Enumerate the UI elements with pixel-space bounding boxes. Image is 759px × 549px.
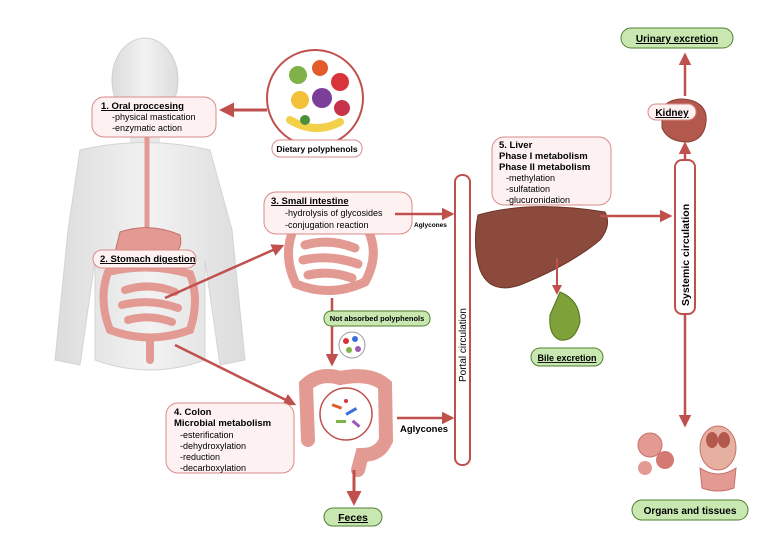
polyphenol-particles-icon: [338, 331, 366, 359]
kidney-label: Kidney: [655, 108, 689, 119]
portal-circulation-label: Portal circulation: [458, 308, 469, 382]
liver-title: 5. Liver: [499, 140, 533, 151]
liver-phase1: Phase I metabolism: [499, 151, 588, 162]
fruit-illustration: [266, 49, 364, 147]
aglycones-small-label: Aglycones: [414, 222, 447, 229]
colon-line-1: -esterification: [180, 430, 234, 440]
colon-line-2: -dehydroxylation: [180, 441, 246, 451]
gut-microbiota-icon: [319, 387, 373, 441]
dietary-polyphenols-box: [271, 139, 363, 158]
liver-line-3: -glucuronidation: [506, 195, 570, 205]
small-intestine-line-1: -hydrolysis of glycosides: [285, 208, 383, 218]
liver-organ: [474, 206, 609, 289]
feces-box: [323, 507, 383, 527]
portal-circulation-bar: [454, 174, 471, 466]
oral-processing-title: 1. Oral proccesing: [101, 101, 184, 112]
colon-title: 4. Colon: [174, 407, 212, 418]
gallbladder-organ: [549, 291, 581, 341]
not-absorbed-box: [323, 310, 431, 327]
arrow-stomach-to-small-intestine: [164, 244, 285, 300]
oral-processing-line-2: -enzymatic action: [112, 123, 182, 133]
colon-subtitle: Microbial metabolism: [174, 418, 271, 429]
organs-tissues-illustration: [637, 425, 737, 492]
dietary-polyphenols-label: Dietary polyphenols: [276, 144, 358, 154]
liver-line-2: -sulfatation: [506, 184, 550, 194]
arrow-stomach-to-colon: [174, 343, 297, 406]
liver-phase2: Phase II metabolism: [499, 162, 590, 173]
colon-organ: [298, 369, 393, 477]
colon-line-4: -decarboxylation: [180, 463, 246, 473]
liver-box: [491, 136, 612, 206]
small-intestine-line-2: -conjugation reaction: [285, 220, 369, 230]
urinary-excretion-label: Urinary excretion: [636, 34, 718, 45]
aglycones-colon-label: Aglycones: [400, 424, 448, 435]
small-intestine-title: 3. Small intestine: [271, 196, 349, 207]
not-absorbed-label: Not absorbed polyphenols: [330, 314, 425, 323]
stomach-digestion-box: [92, 249, 197, 269]
organs-tissues-box: [631, 499, 749, 521]
systemic-circulation-label: Systemic circulation: [680, 204, 692, 306]
kidney-label-box: [647, 103, 697, 121]
oral-processing-box: [91, 96, 217, 138]
feces-label: Feces: [338, 512, 368, 524]
oral-processing-line-1: -physical mastication: [112, 112, 196, 122]
bile-excretion-label: Bile excretion: [537, 353, 596, 363]
colon-line-3: -reduction: [180, 452, 220, 462]
liver-line-1: -methylation: [506, 173, 555, 183]
stomach-digestion-title: 2. Stomach digestion: [100, 254, 196, 265]
organs-tissues-label: Organs and tissues: [644, 506, 737, 517]
colon-box: [165, 402, 295, 474]
bile-excretion-box: [530, 347, 604, 367]
urinary-excretion-box: [620, 27, 734, 49]
